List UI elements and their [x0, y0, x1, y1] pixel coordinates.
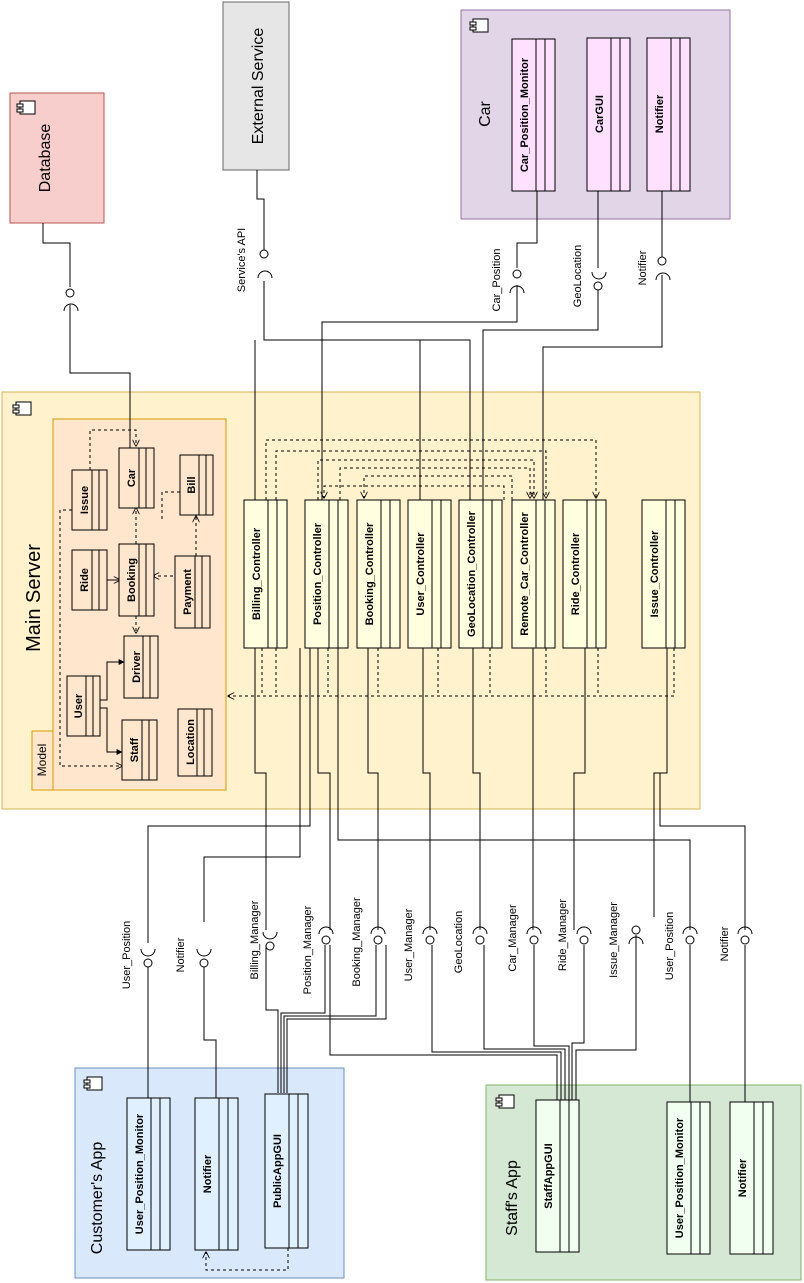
- interface-label-car-position: Car_Position: [491, 249, 503, 312]
- component-user-position-monitor-customer[interactable]: User_Position_Monitor: [126, 1097, 171, 1251]
- controller-issue[interactable]: Issue_Controller: [641, 499, 686, 649]
- component-label: PublicAppGUI: [272, 1134, 284, 1208]
- model-label: Model: [35, 744, 49, 777]
- database-box: [9, 92, 105, 224]
- class-driver[interactable]: Driver: [123, 635, 159, 699]
- controller-booking[interactable]: Booking_Controller: [356, 499, 401, 649]
- controllers: Billing_Controller Position_Controller B…: [243, 499, 686, 649]
- class-bill[interactable]: Bill: [179, 454, 214, 516]
- staff-app-label: Staff's App: [504, 1160, 521, 1236]
- controller-ride[interactable]: Ride_Controller: [562, 499, 607, 649]
- interface-label-geolocation: GeoLocation: [453, 911, 465, 973]
- class-booking[interactable]: Booking: [118, 543, 155, 617]
- interface-label-notifier-car: Notifier: [637, 250, 649, 285]
- car-components: Car_Position_Monitor CarGUI Notifier: [511, 37, 691, 192]
- component-icon: [16, 100, 36, 115]
- controller-label: Issue_Controller: [649, 530, 661, 618]
- component-label: User_Position_Monitor: [674, 1117, 686, 1238]
- interface-label-issue-manager: Issue_Manager: [608, 902, 620, 978]
- interface-label-geolocation-car: GeoLocation: [572, 245, 584, 307]
- controller-remote-car[interactable]: Remote_Car_Controller: [511, 499, 556, 649]
- controller-label: Remote_Car_Controller: [519, 512, 531, 636]
- component-staffappgui[interactable]: StaffAppGUI: [535, 1099, 580, 1253]
- interface-label-booking-manager: Booking_Manager: [351, 897, 363, 987]
- interface-label-car-manager: Car_Manager: [507, 904, 519, 972]
- class-label: Car: [126, 468, 138, 487]
- class-label: Issue: [79, 486, 91, 514]
- model-tab: [31, 730, 54, 791]
- controller-label: GeoLocation_Controller: [466, 510, 478, 637]
- interface-labels: Service's API Car_Position GeoLocation N…: [121, 228, 731, 995]
- interface-label-billing-manager: Billing_Manager: [249, 900, 261, 979]
- class-label: Payment: [182, 569, 194, 615]
- component-icon: [12, 401, 32, 416]
- component-publicappgui[interactable]: PublicAppGUI: [264, 1093, 309, 1249]
- component-icon: [83, 1076, 103, 1091]
- class-label: Ride: [79, 568, 91, 592]
- controller-label: Position_Controller: [312, 522, 324, 625]
- controller-position[interactable]: Position_Controller: [304, 499, 349, 649]
- class-label: User: [73, 693, 85, 718]
- model-classes: Issue Car Bill Ride Booking: [66, 447, 214, 781]
- controller-label: Billing_Controller: [251, 527, 263, 620]
- class-payment[interactable]: Payment: [174, 555, 211, 629]
- external-service-box: [222, 1, 290, 171]
- class-label: Booking: [126, 558, 138, 602]
- class-car[interactable]: Car: [118, 447, 155, 509]
- class-label: Bill: [186, 476, 198, 493]
- customer-app-label: Customer's App: [89, 1142, 106, 1255]
- controller-geolocation[interactable]: GeoLocation_Controller: [458, 499, 503, 649]
- component-notifier-staff[interactable]: Notifier: [729, 1101, 774, 1255]
- class-staff[interactable]: Staff: [121, 719, 158, 781]
- component-label: Notifier: [737, 1158, 749, 1197]
- class-ride[interactable]: Ride: [71, 549, 108, 611]
- component-label: Notifier: [654, 94, 666, 133]
- car-label: Car: [477, 100, 494, 126]
- controller-user[interactable]: User_Controller: [407, 499, 452, 649]
- component-car-position-monitor[interactable]: Car_Position_Monitor: [511, 38, 556, 192]
- database-label: Database: [37, 124, 54, 193]
- main-server-label: Main Server: [23, 544, 45, 652]
- interface-label-user-manager: User_Manager: [403, 908, 415, 981]
- component-notifier-customer[interactable]: Notifier: [194, 1097, 239, 1251]
- external-service-component: External Service: [222, 1, 290, 171]
- component-user-position-monitor-staff[interactable]: User_Position_Monitor: [666, 1101, 711, 1255]
- class-label: Location: [185, 719, 197, 765]
- controller-billing[interactable]: Billing_Controller: [243, 499, 288, 649]
- external-service-label: External Service: [250, 28, 267, 145]
- interface-label-ride-manager: Ride_Manager: [557, 899, 569, 971]
- component-label: Notifier: [202, 1154, 214, 1193]
- connections: [42, 170, 746, 1271]
- class-label: Staff: [129, 737, 141, 762]
- database-component: Database: [9, 92, 105, 224]
- customer-components: User_Position_Monitor Notifier PublicApp…: [126, 1093, 309, 1251]
- controller-label: User_Controller: [415, 532, 427, 616]
- interface-sockets: [63, 249, 753, 968]
- class-issue[interactable]: Issue: [71, 469, 108, 531]
- controller-label: Ride_Controller: [570, 532, 582, 615]
- interface-label-user-position-staff: User_Position: [664, 912, 676, 980]
- component-cargui[interactable]: CarGUI: [586, 37, 631, 192]
- component-label: Car_Position_Monitor: [519, 57, 531, 172]
- component-label: CarGUI: [594, 95, 606, 133]
- interface-label-position-manager: Position_Manager: [302, 905, 314, 994]
- component-car-notifier[interactable]: Notifier: [646, 37, 691, 192]
- component-icon: [469, 18, 489, 33]
- interface-label-notifier-staff: Notifier: [719, 926, 731, 961]
- interface-label-services-api: Service's API: [236, 228, 248, 292]
- component-icon: [495, 1094, 515, 1109]
- controller-label: Booking_Controller: [364, 522, 376, 625]
- class-location[interactable]: Location: [177, 708, 213, 777]
- staff-components: StaffAppGUI User_Position_Monitor Notifi…: [535, 1099, 774, 1255]
- class-user[interactable]: User: [66, 675, 101, 737]
- interface-label-notifier-customer: Notifier: [175, 937, 187, 972]
- component-label: StaffAppGUI: [543, 1143, 555, 1208]
- interface-label-user-position-customer: User_Position: [121, 921, 133, 989]
- class-label: Driver: [131, 650, 143, 683]
- component-label: User_Position_Monitor: [134, 1113, 146, 1234]
